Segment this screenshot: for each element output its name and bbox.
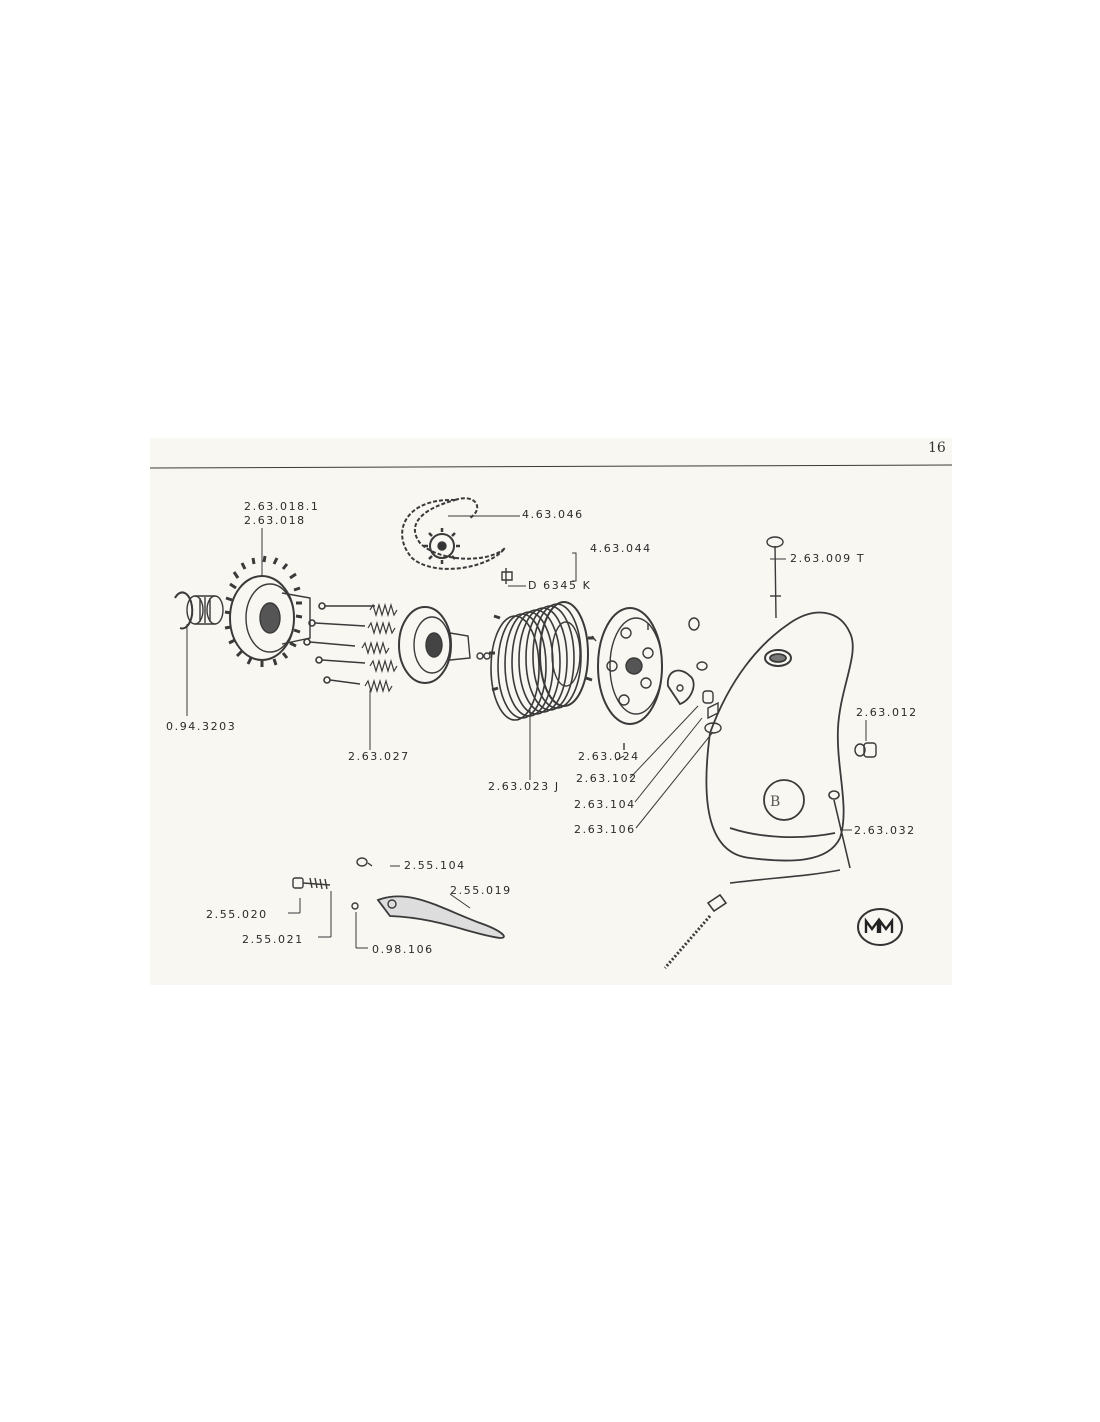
adjuster-screw: [292, 877, 331, 890]
needle-bearing: [186, 595, 224, 625]
pressure-plate: [597, 607, 663, 725]
parts-diagram-sheet: B: [150, 438, 952, 985]
part-label-2-63-009t: 2.63.009 T: [790, 552, 866, 565]
part-label-2-63-023j: 2.63.023 J: [488, 780, 560, 793]
svg-text:B: B: [770, 794, 780, 810]
part-label-d6345k: D 6345 K: [528, 579, 592, 592]
drive-chain: [401, 497, 506, 570]
clutch-drum: [224, 555, 311, 667]
part-label-2-55-104: 2.55.104: [404, 859, 466, 872]
leader-lines: [186, 515, 867, 949]
header-rule: [150, 464, 952, 469]
part-label-2-55-019: 2.55.019: [450, 884, 512, 897]
part-label-2-63-106: 2.63.106: [574, 823, 636, 836]
part-label-2-63-032: 2.63.032: [854, 824, 916, 837]
part-label-2-63-027: 2.63.027: [348, 750, 410, 763]
clutch-bolts: [303, 602, 375, 685]
part-label-2-63-024: 2.63.024: [578, 750, 640, 763]
bracket: [572, 552, 577, 582]
page-number: 16: [928, 440, 946, 456]
sprocket: [424, 528, 460, 564]
small-washer: [351, 902, 359, 910]
part-label-4-63-046: 4.63.046: [522, 508, 584, 521]
part-label-2-63-012: 2.63.012: [856, 706, 918, 719]
manufacturer-logo: [857, 908, 903, 946]
clutch-hub: [398, 606, 491, 684]
circlip-ring: [174, 591, 194, 630]
small-pins: [591, 623, 649, 750]
exploded-clutch-drawing: B: [150, 464, 952, 969]
part-label-2-63-018-1: 2.63.018.1: [244, 500, 320, 513]
engine-side-cover: B: [705, 611, 854, 862]
dipstick: [766, 536, 784, 619]
clutch-cable: [663, 790, 851, 969]
clutch-springs: [361, 602, 398, 694]
clutch-plates: [489, 601, 594, 721]
drain-plug: [854, 742, 877, 758]
part-label-2-63-104: 2.63.104: [574, 798, 636, 811]
master-link: [501, 568, 513, 584]
part-label-2-63-102: 2.63.102: [576, 772, 638, 785]
part-label-0-94-3203: 0.94.3203: [166, 720, 237, 733]
part-label-4-63-044: 4.63.044: [590, 542, 652, 555]
part-label-2-63-018: 2.63.018: [244, 514, 306, 527]
part-label-2-55-020: 2.55.020: [206, 908, 268, 921]
part-label-2-55-021: 2.55.021: [242, 933, 304, 946]
part-label-0-98-106: 0.98.106: [372, 943, 434, 956]
release-lever: [667, 617, 722, 734]
clutch-lever: [356, 857, 505, 939]
